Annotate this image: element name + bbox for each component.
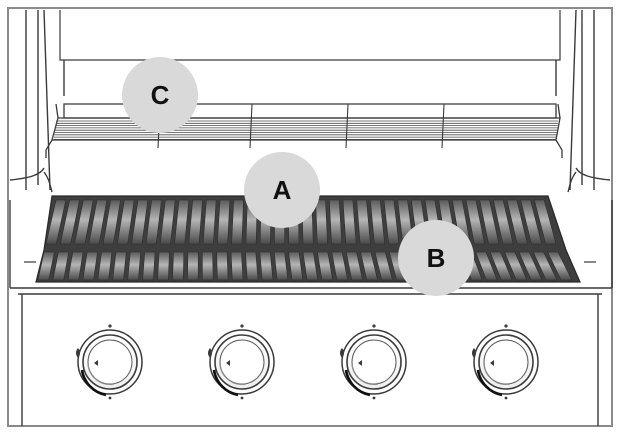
knob-tick-top	[504, 324, 508, 328]
grate-bar-lower	[317, 251, 334, 281]
arrow-icon	[94, 360, 98, 366]
grate-bar-lower	[201, 251, 214, 281]
knob-tick-top	[240, 324, 244, 328]
grate-bar-lower	[67, 251, 84, 281]
callout-b-circle	[398, 220, 474, 296]
knob-tick-bottom	[504, 396, 508, 400]
knob-arc	[212, 369, 239, 397]
grate-bar-lower	[82, 251, 98, 281]
grate-bar-lower	[230, 251, 244, 281]
grate-bar-lower	[273, 251, 289, 281]
grate-bar-upper	[174, 199, 190, 245]
flame-icon	[208, 348, 212, 358]
firebox	[9, 167, 611, 193]
grate-bar-upper	[102, 199, 121, 245]
knob-tick-top	[108, 324, 112, 328]
grate-bar-lower	[475, 251, 498, 281]
grate-bar-upper	[202, 199, 217, 245]
flame-icon	[472, 348, 476, 358]
knob-tick-top	[372, 324, 376, 328]
control-knob[interactable]	[472, 324, 539, 400]
grate-bar-lower	[172, 251, 185, 281]
grate-bar-upper	[88, 199, 108, 245]
knob-arc	[80, 369, 107, 397]
grate-bar-lower	[37, 251, 55, 281]
grate-bar-upper	[492, 199, 514, 245]
grate-bar-lower	[52, 251, 70, 281]
cooking-grate	[24, 195, 596, 283]
grate-bar-lower	[142, 251, 156, 281]
grate-bar-lower	[288, 251, 304, 281]
grate-bar-upper	[370, 199, 386, 245]
control-knob[interactable]	[76, 324, 143, 400]
grate-bar-upper	[159, 199, 176, 245]
grate-bar-lower	[187, 251, 199, 281]
arrow-icon	[226, 360, 230, 366]
grate-bar-upper	[329, 199, 343, 245]
grate-bar-lower	[259, 251, 274, 281]
control-knob[interactable]	[208, 324, 275, 400]
callout-a: A	[244, 152, 320, 228]
callout-b: B	[398, 220, 474, 296]
grate-bar-upper	[131, 199, 149, 245]
arrow-icon	[490, 360, 494, 366]
grate-bar-upper	[356, 199, 371, 245]
grate-bar-upper	[74, 199, 94, 245]
grate-bar-lower	[245, 251, 259, 281]
grate-bar-upper	[59, 199, 80, 245]
knob-tick-bottom	[372, 396, 376, 400]
flame-icon	[76, 348, 80, 358]
grate-bar-lower	[112, 251, 127, 281]
grate-bar-upper	[45, 199, 67, 245]
grate-bar-lower	[489, 251, 513, 281]
grate-bar-lower	[216, 251, 229, 281]
knob-arc	[344, 369, 371, 397]
grate-bar-upper	[188, 199, 203, 245]
flame-icon	[340, 348, 344, 358]
grate-bar-lower	[374, 251, 393, 281]
callout-a-circle	[244, 152, 320, 228]
grate-bar-lower	[360, 251, 378, 281]
warming-rack	[45, 103, 563, 158]
grate-bar-upper	[342, 199, 357, 245]
callout-c-circle	[122, 57, 198, 133]
knob-tick-bottom	[240, 396, 244, 400]
grate-bar-upper	[533, 199, 557, 245]
lid	[25, 9, 595, 191]
grate-bar-upper	[145, 199, 162, 245]
grate-bar-upper	[506, 199, 528, 245]
callout-c: C	[122, 57, 198, 133]
grate-bar-upper	[520, 199, 543, 245]
callout-c-label: C	[151, 80, 170, 110]
grate-bar-upper	[217, 199, 231, 245]
grate-bar-lower	[331, 251, 349, 281]
control-knobs	[76, 324, 539, 400]
grate-bar-lower	[547, 251, 573, 281]
knob-arc	[476, 369, 503, 397]
grate-bar-upper	[465, 199, 485, 245]
grate-bar-lower	[97, 251, 113, 281]
control-knob[interactable]	[340, 324, 407, 400]
grate-bar-upper	[479, 199, 500, 245]
grate-bar-upper	[231, 199, 244, 245]
grate-bar-upper	[315, 199, 328, 245]
callout-b-label: B	[427, 243, 446, 273]
grate-bar-lower	[345, 251, 363, 281]
grate-bar-lower	[503, 251, 528, 281]
grate-bar-lower	[532, 251, 558, 281]
grate-bar-lower	[518, 251, 543, 281]
grate-bar-upper	[383, 199, 400, 245]
grate-bar-upper	[117, 199, 135, 245]
grate-bar-lower	[157, 251, 170, 281]
grate-bar-lower	[127, 251, 142, 281]
arrow-icon	[358, 360, 362, 366]
knob-tick-bottom	[108, 396, 112, 400]
grate-bar-lower	[302, 251, 319, 281]
control-panel	[9, 200, 613, 426]
callout-a-label: A	[273, 175, 292, 205]
